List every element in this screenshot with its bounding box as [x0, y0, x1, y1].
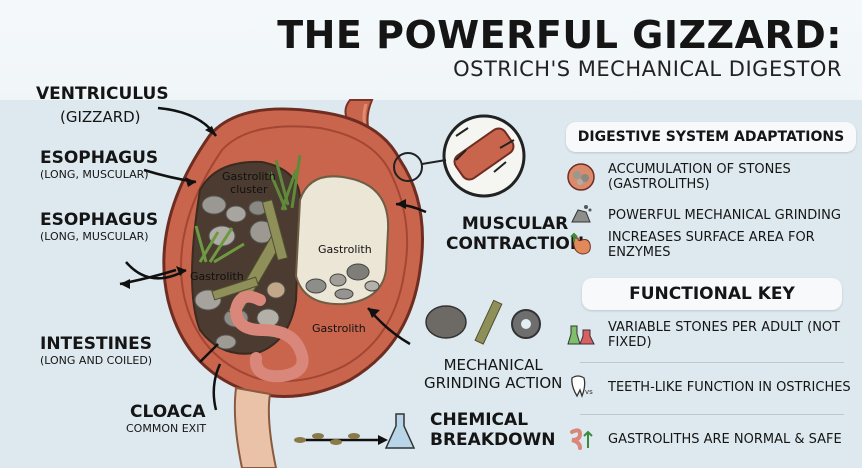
intestine-arrow-icon — [570, 428, 593, 450]
adaptation-text: INCREASES SURFACE AREA FOR ENZYMES — [608, 230, 815, 260]
muscular-label: MUSCULAR CONTRACTION — [446, 214, 585, 254]
gastrolith-cluster-label: Gastrolith cluster — [222, 170, 276, 196]
key-item: vs TEETH-LIKE FUNCTION IN OSTRICHES — [566, 372, 856, 402]
key-item: VARIABLE STONES PER ADULT (NOT FIXED) — [566, 320, 856, 350]
key-text: VARIABLE STONES PER ADULT (NOT FIXED) — [608, 320, 841, 350]
ventriculus-label: VENTRICULUS — [36, 84, 169, 104]
cloaca-tube — [233, 386, 278, 468]
gastrolith-left-label: Gastrolith — [190, 270, 244, 283]
esophagus-sub-2: (LONG, MUSCULAR) — [40, 230, 149, 243]
grinding-stone-icon — [425, 305, 467, 339]
esophagus-sub-1: (LONG, MUSCULAR) — [40, 168, 149, 181]
stomach-arrow-icon — [570, 232, 591, 255]
esophagus-label-1: ESOPHAGUS — [40, 148, 159, 168]
svg-text:vs: vs — [585, 388, 593, 396]
mechanical-grinding-label: MECHANICAL GRINDING ACTION — [424, 356, 563, 392]
food-particles-icon — [294, 433, 360, 445]
title-block: THE POWERFUL GIZZARD: OSTRICH'S MECHANIC… — [277, 14, 842, 82]
pouch-stones — [305, 263, 380, 300]
gizzard-label: (GIZZARD) — [60, 108, 141, 126]
grinding-icon — [571, 205, 592, 223]
coiled-intestine — [229, 290, 309, 383]
adaptation-text: ACCUMULATION OF STONES (GASTROLITHS) — [608, 162, 791, 192]
adaptation-item: POWERFUL MECHANICAL GRINDING — [566, 200, 856, 230]
tooth-vs-icon: vs — [571, 375, 593, 398]
adaptations-heading: DIGESTIVE SYSTEM ADAPTATIONS — [566, 122, 856, 152]
gastrolith-bottom-label: Gastrolith — [312, 322, 366, 335]
divider — [580, 362, 844, 363]
flask-icon — [384, 413, 416, 449]
esophagus-label-2: ESOPHAGUS — [40, 210, 159, 230]
subtitle: OSTRICH'S MECHANICAL DIGESTOR — [453, 57, 842, 81]
adaptation-item: ACCUMULATION OF STONES (GASTROLITHS) — [566, 162, 856, 192]
adaptation-text: POWERFUL MECHANICAL GRINDING — [608, 207, 841, 223]
divider — [580, 414, 844, 415]
stones-icon — [567, 163, 595, 191]
main-title: THE POWERFUL GIZZARD: — [277, 13, 842, 57]
adaptation-item: INCREASES SURFACE AREA FOR ENZYMES — [566, 230, 856, 260]
key-text: GASTROLITHS ARE NORMAL & SAFE — [608, 431, 842, 447]
key-item: GASTROLITHS ARE NORMAL & SAFE — [566, 424, 856, 454]
functional-key-heading: FUNCTIONAL KEY — [582, 278, 842, 310]
cloaca-label: CLOACA — [130, 402, 206, 422]
intestines-label: INTESTINES — [40, 334, 153, 354]
intestines-sub: (LONG AND COILED) — [40, 354, 153, 367]
flasks-icon — [567, 325, 595, 345]
gastrolith-pouch-label: Gastrolith — [318, 243, 372, 256]
chemical-breakdown-label: CHEMICAL BREAKDOWN — [430, 410, 556, 450]
grinding-twig-icon — [474, 299, 503, 345]
cloaca-sub: COMMON EXIT — [126, 422, 207, 435]
key-text: TEETH-LIKE FUNCTION IN OSTRICHES — [608, 379, 851, 395]
